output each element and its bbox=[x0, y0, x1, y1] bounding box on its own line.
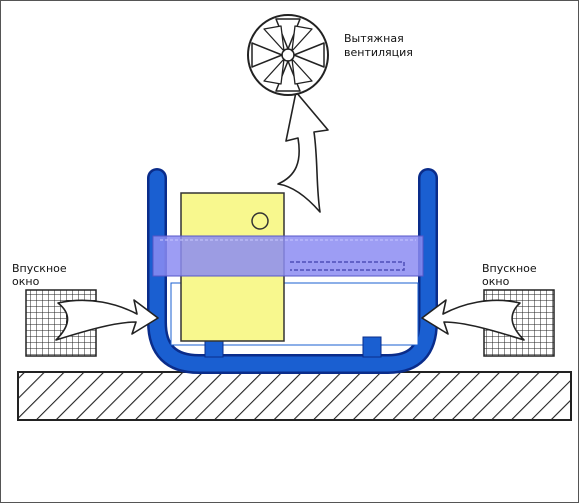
band-detail bbox=[290, 261, 405, 271]
intake-right-label-line2: окно bbox=[482, 275, 510, 288]
enclosure-frame bbox=[149, 170, 436, 372]
fan-icon bbox=[247, 14, 329, 96]
intake-left-label-line1: Впускное bbox=[12, 262, 67, 275]
intake-left-label-line2: окно bbox=[12, 275, 40, 288]
enclosure-band bbox=[152, 235, 424, 277]
exhaust-label-line1: Вытяжная bbox=[344, 32, 404, 45]
airflow-arrow-icon bbox=[55, 299, 159, 341]
ground bbox=[17, 371, 572, 421]
support-leg-right bbox=[362, 336, 382, 358]
generator-cap bbox=[251, 212, 269, 230]
airflow-arrow-icon bbox=[277, 91, 329, 213]
airflow-arrow-icon bbox=[421, 299, 525, 341]
exhaust-label-line2: вентиляция bbox=[344, 46, 413, 59]
intake-right-label-line1: Впускное bbox=[482, 262, 537, 275]
